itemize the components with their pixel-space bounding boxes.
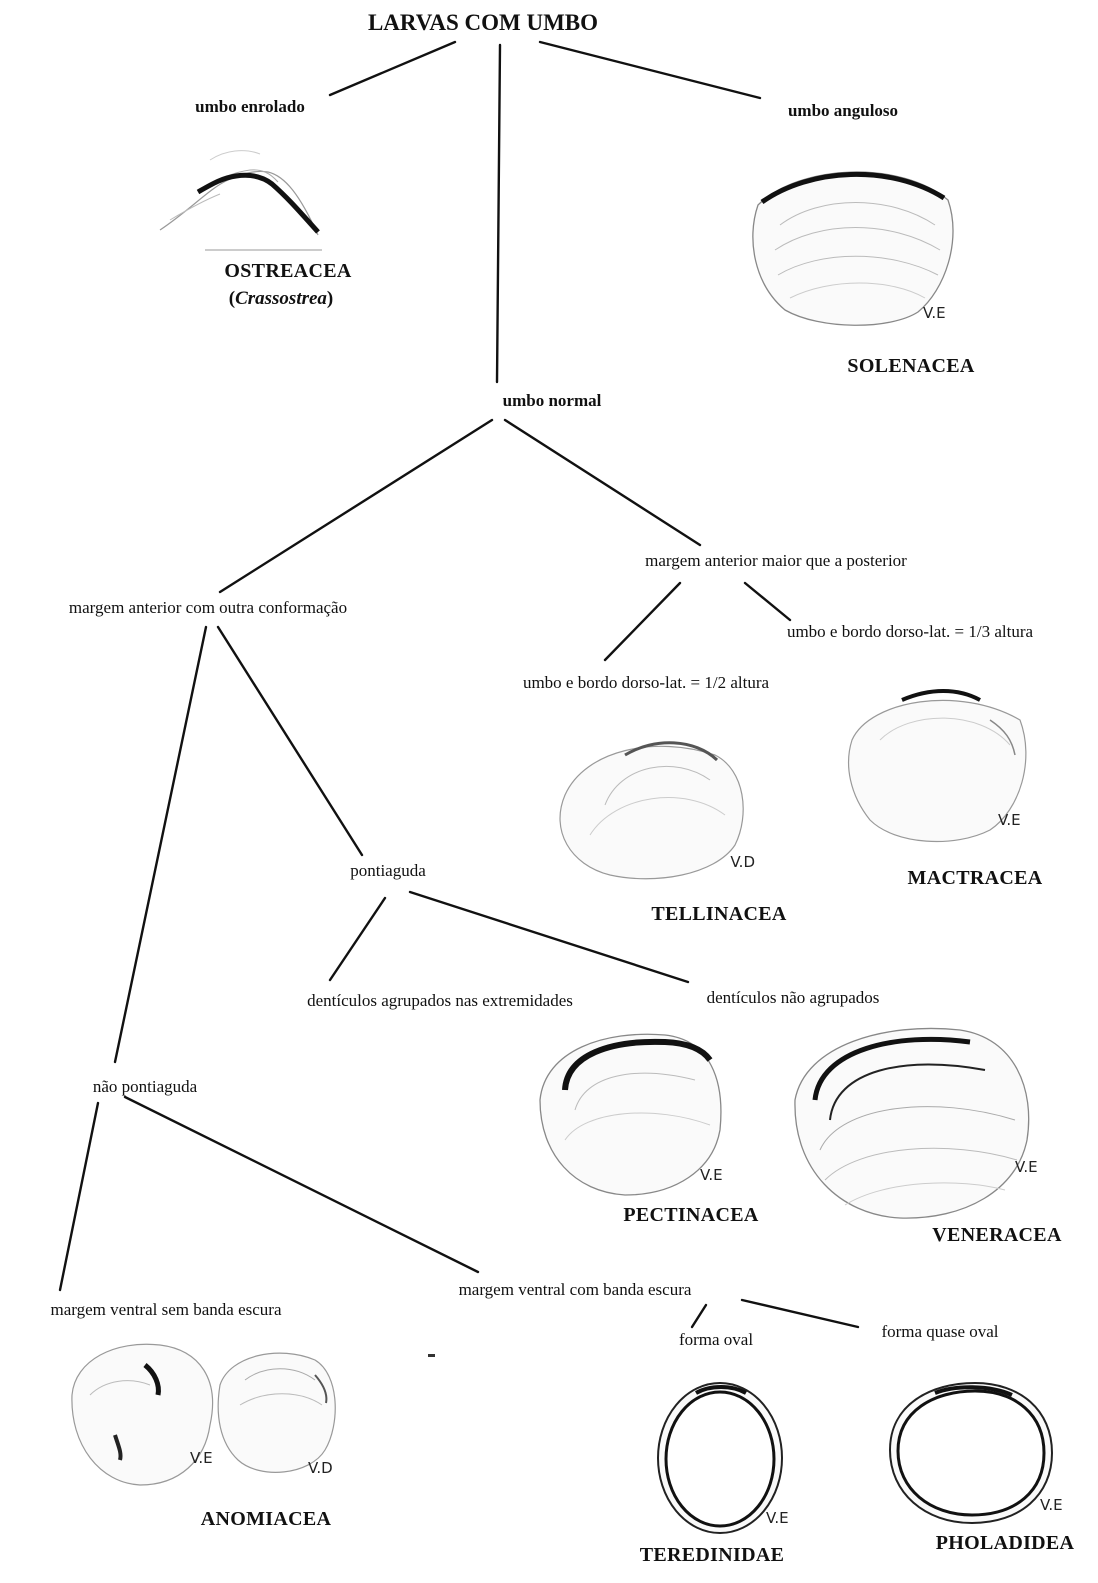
edge-naopontiaguda-com [123,1095,480,1274]
node-margem-anterior-outra: margem anterior com outra conformação [68,598,348,617]
pectinacea-shell-drawing: V.E [539,1033,723,1196]
edge-pontiaguda-naoagrupados [408,890,690,984]
teredinidae-shell-drawing: V.E [657,1382,789,1534]
teredinidae-valve-label: V.E [766,1509,789,1527]
solenacea-shell-drawing: V.E [752,171,954,326]
edge-title-normal [495,43,502,384]
tellinacea-valve-label: V.D [730,853,755,871]
anomiacea-shell-drawing: V.E V.D [71,1343,336,1486]
node-nao-pontiaguda: não pontiaguda [92,1077,198,1096]
node-forma-quase-oval: forma quase oval [881,1322,999,1341]
edge-title-anguloso [538,40,762,100]
node-denticulos-nao-agrupados: dentículos não agrupados [706,988,880,1007]
edge-com-oval [690,1303,708,1329]
edge-naopontiaguda-sem [58,1101,100,1292]
edge-pontiaguda-agrupados [328,896,387,982]
edge-normal-outra [218,418,494,594]
taxon-solenacea: SOLENACEA [847,355,975,377]
taxon-tellinacea: TELLINACEA [651,903,787,925]
node-forma-oval: forma oval [678,1330,754,1349]
anomiacea-left-valve-label: V.E [190,1449,213,1467]
node-margem-ventral-com-banda: margem ventral com banda escura [458,1280,692,1299]
node-umbo-um-terco: umbo e bordo dorso-lat. = 1/3 altura [786,622,1034,641]
taxon-pectinacea: PECTINACEA [623,1204,759,1226]
node-umbo-enrolado: umbo enrolado [195,97,305,116]
edge-outra-naopontiaguda [113,625,208,1064]
mactracea-shell-drawing: V.E [847,689,1027,843]
taxon-mactracea: MACTRACEA [907,867,1043,889]
node-margem-ventral-sem-banda: margem ventral sem banda escura [50,1300,282,1319]
tellinacea-shell-drawing: V.D [559,741,755,880]
pholadidea-valve-label: V.E [1040,1496,1063,1514]
edge-title-enrolado [328,40,457,97]
edge-outra-pontiaguda [216,625,364,857]
node-margem-anterior-maior: margem anterior maior que a posterior [645,551,907,570]
taxon-veneracea: VENERACEA [932,1224,1062,1246]
taxon-ostreacea: OSTREACEA [224,260,352,282]
pholadidea-shell-drawing: V.E [888,1381,1063,1525]
taxon-ostreacea-genus: (Crassostrea) [228,288,334,309]
diagram-title: LARVAS COM UMBO [367,10,599,35]
solenacea-valve-label: V.E [923,304,946,322]
node-umbo-meia: umbo e bordo dorso-lat. = 1/2 altura [522,673,770,692]
node-umbo-normal: umbo normal [502,391,602,410]
edge-maior-terco [743,581,792,622]
taxon-teredinidae: TEREDINIDAE [639,1544,785,1566]
taxon-pholadidea: PHOLADIDEA [935,1532,1075,1554]
taxon-anomiacea: ANOMIACEA [200,1508,332,1530]
node-denticulos-agrupados: dentículos agrupados nas extremidades [307,991,573,1010]
mactracea-valve-label: V.E [998,811,1021,829]
ostreacea-shell-drawing [159,150,322,251]
veneracea-valve-label: V.E [1015,1158,1038,1176]
pectinacea-valve-label: V.E [700,1166,723,1184]
edge-maior-meia [603,581,682,662]
genus-name: Crassostrea [235,288,327,309]
node-umbo-anguloso: umbo anguloso [787,101,899,120]
edge-normal-maior [503,418,702,547]
stray-mark [428,1354,435,1357]
edge-com-quaseoval [740,1298,860,1329]
veneracea-shell-drawing: V.E [794,1027,1038,1219]
node-pontiaguda: pontiaguda [350,861,426,880]
anomiacea-right-valve-label: V.D [308,1459,333,1477]
